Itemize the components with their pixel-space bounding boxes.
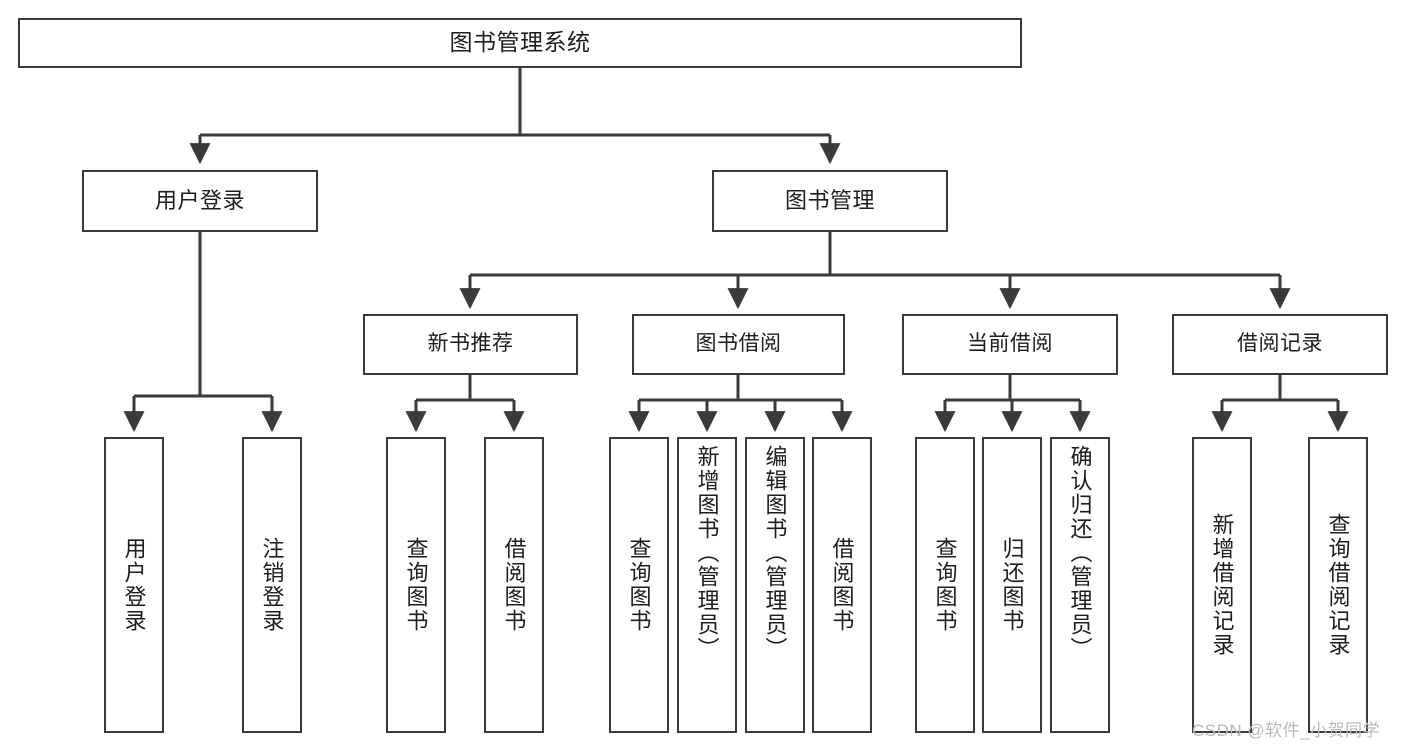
node-borrow-record[interactable]: 借阅记录: [1172, 314, 1388, 375]
leaf-borrow-record-query-label: 查询借阅记录: [1325, 513, 1351, 657]
node-book-management-label: 图书管理: [784, 188, 875, 214]
leaf-book-borrow-edit[interactable]: 编辑图书（管理员）: [745, 437, 805, 733]
node-borrow-record-label: 借阅记录: [1237, 332, 1323, 356]
node-root[interactable]: 图书管理系统: [18, 18, 1022, 68]
leaf-book-borrow-add[interactable]: 新增图书（管理员）: [677, 437, 737, 733]
leaf-book-borrow-borrow[interactable]: 借阅图书: [812, 437, 872, 733]
leaf-book-borrow-add-label: 新增图书（管理员）: [694, 445, 720, 661]
node-book-borrow[interactable]: 图书借阅: [632, 314, 845, 375]
leaf-borrow-record-add[interactable]: 新增借阅记录: [1192, 437, 1252, 733]
node-current-borrow-label: 当前借阅: [967, 332, 1053, 356]
leaf-current-borrow-return-label: 归还图书: [999, 537, 1025, 633]
leaf-new-book-query[interactable]: 查询图书: [386, 437, 446, 733]
node-book-management[interactable]: 图书管理: [712, 170, 948, 232]
leaf-new-book-query-label: 查询图书: [403, 537, 429, 633]
leaf-current-borrow-confirm[interactable]: 确认归还（管理员）: [1050, 437, 1110, 733]
leaf-book-borrow-edit-label: 编辑图书（管理员）: [762, 445, 788, 661]
node-root-label: 图书管理系统: [449, 29, 591, 56]
leaf-borrow-record-add-label: 新增借阅记录: [1209, 513, 1235, 657]
node-current-borrow[interactable]: 当前借阅: [902, 314, 1118, 375]
node-user-login[interactable]: 用户登录: [82, 170, 318, 232]
leaf-user-login-signin-label: 用户登录: [121, 537, 147, 633]
node-book-borrow-label: 图书借阅: [695, 332, 782, 356]
leaf-current-borrow-return[interactable]: 归还图书: [982, 437, 1042, 733]
leaf-user-login-signout[interactable]: 注销登录: [242, 437, 302, 733]
node-new-book-recommend-label: 新书推荐: [427, 332, 514, 356]
leaf-new-book-borrow-label: 借阅图书: [501, 537, 527, 633]
leaf-user-login-signin[interactable]: 用户登录: [104, 437, 164, 733]
leaf-book-borrow-query[interactable]: 查询图书: [609, 437, 669, 733]
leaf-current-borrow-confirm-label: 确认归还（管理员）: [1067, 445, 1093, 661]
node-new-book-recommend[interactable]: 新书推荐: [363, 314, 578, 375]
leaf-current-borrow-query-label: 查询图书: [932, 537, 958, 633]
leaf-borrow-record-query[interactable]: 查询借阅记录: [1308, 437, 1368, 733]
leaf-user-login-signout-label: 注销登录: [259, 537, 285, 633]
leaf-book-borrow-borrow-label: 借阅图书: [829, 537, 855, 633]
leaf-book-borrow-query-label: 查询图书: [626, 537, 652, 633]
node-user-login-label: 用户登录: [154, 188, 245, 214]
leaf-current-borrow-query[interactable]: 查询图书: [915, 437, 975, 733]
leaf-new-book-borrow[interactable]: 借阅图书: [484, 437, 544, 733]
csdn-watermark: CSDN @软件_小贺同学: [1192, 721, 1381, 740]
